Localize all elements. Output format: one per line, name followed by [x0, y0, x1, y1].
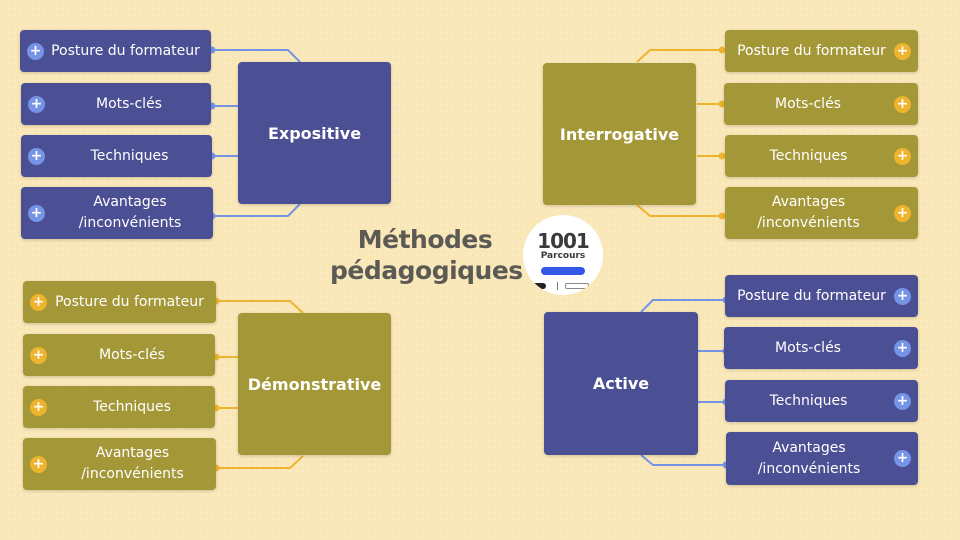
leaf-label: Techniques: [769, 147, 848, 164]
logo-word: Parcours: [540, 251, 586, 261]
leaf-interrogative-posture[interactable]: Posture du formateur +: [725, 30, 918, 72]
leaf-label: Avantages /inconvénients: [757, 194, 860, 231]
central-topic-title[interactable]: Méthodes pédagogiques: [330, 224, 523, 286]
plus-icon[interactable]: +: [30, 455, 47, 473]
leaf-label: Posture du formateur: [737, 42, 886, 59]
leaf-label: Techniques: [769, 392, 848, 409]
branch-label: Active: [592, 374, 650, 393]
branch-interrogative[interactable]: Interrogative: [543, 63, 696, 205]
leaf-demonstrative-mots-cles[interactable]: + Mots-clés: [23, 334, 215, 376]
plus-icon[interactable]: +: [30, 346, 47, 364]
leaf-label: Techniques: [90, 147, 169, 164]
leaf-label: Posture du formateur: [55, 293, 204, 310]
leaf-interrogative-techniques[interactable]: Techniques +: [725, 135, 918, 177]
leaf-label: Mots-clés: [99, 346, 165, 363]
leaf-expositive-posture[interactable]: + Posture du formateur: [20, 30, 211, 72]
branch-label: Démonstrative: [247, 374, 382, 394]
leaf-label: Posture du formateur: [51, 42, 200, 59]
leaf-active-posture[interactable]: Posture du formateur +: [725, 275, 918, 317]
plus-icon[interactable]: +: [894, 339, 911, 357]
leaf-label: Mots-clés: [96, 95, 162, 112]
leaf-demonstrative-posture[interactable]: + Posture du formateur: [23, 281, 216, 323]
leaf-active-techniques[interactable]: Techniques +: [725, 380, 918, 422]
leaf-expositive-mots-cles[interactable]: + Mots-clés: [21, 83, 211, 125]
plus-icon[interactable]: +: [894, 392, 911, 410]
plus-icon[interactable]: +: [28, 147, 45, 165]
logo-badge-2: [565, 283, 589, 289]
leaf-demonstrative-techniques[interactable]: + Techniques: [23, 386, 215, 428]
plus-icon[interactable]: +: [894, 147, 911, 165]
title-line-2: pédagogiques: [330, 256, 523, 285]
leaf-interrogative-avantages[interactable]: Avantages /inconvénients +: [725, 187, 918, 239]
plus-icon[interactable]: +: [30, 398, 47, 416]
parcours-logo: 1001 Parcours: [523, 215, 603, 295]
plus-icon[interactable]: +: [894, 450, 911, 467]
plus-icon[interactable]: +: [894, 287, 911, 305]
leaf-expositive-avantages[interactable]: + Avantages /inconvénients: [21, 187, 213, 239]
plus-icon[interactable]: +: [894, 204, 911, 222]
branch-label: Interrogative: [559, 124, 680, 144]
leaf-active-avantages[interactable]: Avantages /inconvénients +: [726, 432, 918, 485]
leaf-label: Mots-clés: [775, 339, 841, 356]
branch-active[interactable]: Active: [544, 312, 698, 455]
leaf-label: Techniques: [93, 398, 171, 415]
leaf-label: Avantages /inconvénients: [78, 194, 182, 231]
leaf-expositive-techniques[interactable]: + Techniques: [21, 135, 212, 177]
logo-badge: [530, 283, 546, 289]
plus-icon[interactable]: +: [894, 95, 911, 113]
leaf-label: Mots-clés: [775, 95, 841, 112]
plus-icon[interactable]: +: [28, 95, 45, 113]
branch-expositive[interactable]: Expositive: [238, 62, 391, 204]
leaf-active-mots-cles[interactable]: Mots-clés +: [724, 327, 918, 369]
branch-label: Expositive: [267, 123, 362, 143]
logo-banner: [541, 267, 585, 275]
leaf-interrogative-mots-cles[interactable]: Mots-clés +: [724, 83, 918, 125]
logo-divider: [557, 282, 558, 290]
leaf-demonstrative-avantages[interactable]: + Avantages /inconvénients: [23, 438, 216, 490]
plus-icon[interactable]: +: [28, 204, 45, 222]
leaf-label: Avantages /inconvénients: [757, 439, 861, 477]
plus-icon[interactable]: +: [894, 42, 911, 60]
logo-number: 1001: [537, 229, 590, 253]
plus-icon[interactable]: +: [27, 42, 44, 60]
plus-icon[interactable]: +: [30, 293, 47, 311]
branch-demonstrative[interactable]: Démonstrative: [238, 313, 391, 455]
leaf-label: Avantages /inconvénients: [81, 445, 184, 482]
title-line-1: Méthodes: [357, 225, 493, 254]
leaf-label: Posture du formateur: [737, 287, 886, 304]
